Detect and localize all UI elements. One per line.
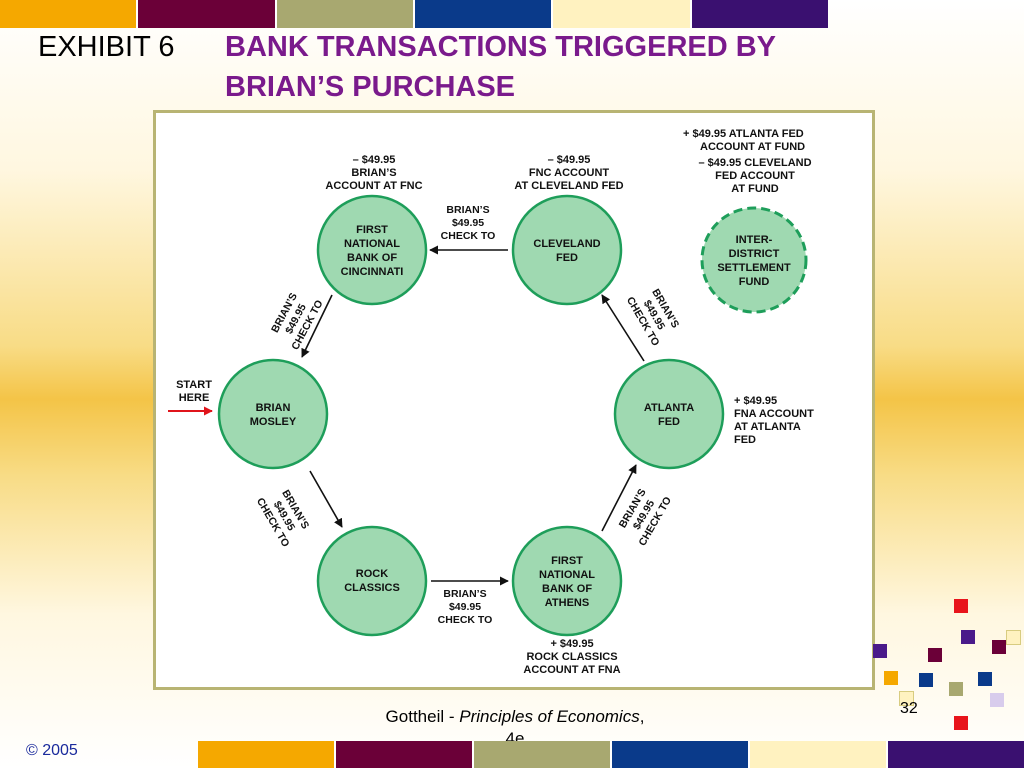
decor-square bbox=[961, 630, 975, 644]
color-bar-segment bbox=[750, 741, 888, 768]
decor-square bbox=[978, 672, 992, 686]
footer-book-title: Principles of Economics bbox=[459, 707, 640, 726]
color-bar-segment bbox=[276, 0, 415, 28]
decor-square bbox=[949, 682, 963, 696]
decor-square bbox=[1006, 630, 1021, 645]
arrow-brian-to-rock bbox=[309, 470, 343, 528]
arrow-fnbc-to-brian bbox=[301, 294, 333, 358]
footer-comma: , bbox=[639, 707, 645, 726]
slide-title-line-1: BANK TRANSACTIONS TRIGGERED BY bbox=[225, 31, 777, 63]
slide-title-line-2: BRIAN’S PURCHASE bbox=[225, 71, 516, 103]
edge-label-lower-left: BRIAN’S$49.95CHECK TO bbox=[254, 483, 314, 549]
color-bar-segment bbox=[198, 741, 336, 768]
color-bar-segment bbox=[0, 0, 139, 28]
color-bar-segment bbox=[691, 0, 828, 28]
top-color-bar bbox=[0, 0, 828, 28]
color-bar-segment bbox=[414, 0, 554, 28]
color-bar-segment bbox=[888, 741, 1024, 768]
exhibit-label: EXHIBIT 6 bbox=[38, 31, 175, 63]
decor-square bbox=[954, 716, 968, 730]
decor-square bbox=[954, 599, 968, 613]
arrow-fna-to-atlanta bbox=[601, 464, 637, 532]
footer-author: Gottheil - bbox=[385, 707, 460, 726]
decor-square bbox=[919, 673, 933, 687]
decor-square bbox=[928, 648, 942, 662]
edge-label-upper-right: BRIAN’S$49.95CHECK TO bbox=[624, 282, 684, 348]
color-bar-segment bbox=[138, 0, 277, 28]
decor-square bbox=[990, 693, 1004, 707]
decor-square bbox=[899, 691, 914, 706]
decor-square bbox=[992, 640, 1006, 654]
decor-square bbox=[873, 644, 887, 658]
decor-square bbox=[884, 671, 898, 685]
bottom-color-bar bbox=[198, 741, 1024, 768]
color-bar-segment bbox=[474, 741, 612, 768]
color-bar-segment bbox=[553, 0, 692, 28]
edge-label-upper-left: BRIAN’S$49.95CHECK TO bbox=[266, 286, 325, 352]
page-number: 32 bbox=[900, 700, 918, 717]
copyright: © 2005 bbox=[26, 742, 78, 759]
color-bar-segment bbox=[612, 741, 750, 768]
arrow-atlanta-to-cleveland bbox=[601, 294, 645, 362]
color-bar-segment bbox=[336, 741, 474, 768]
